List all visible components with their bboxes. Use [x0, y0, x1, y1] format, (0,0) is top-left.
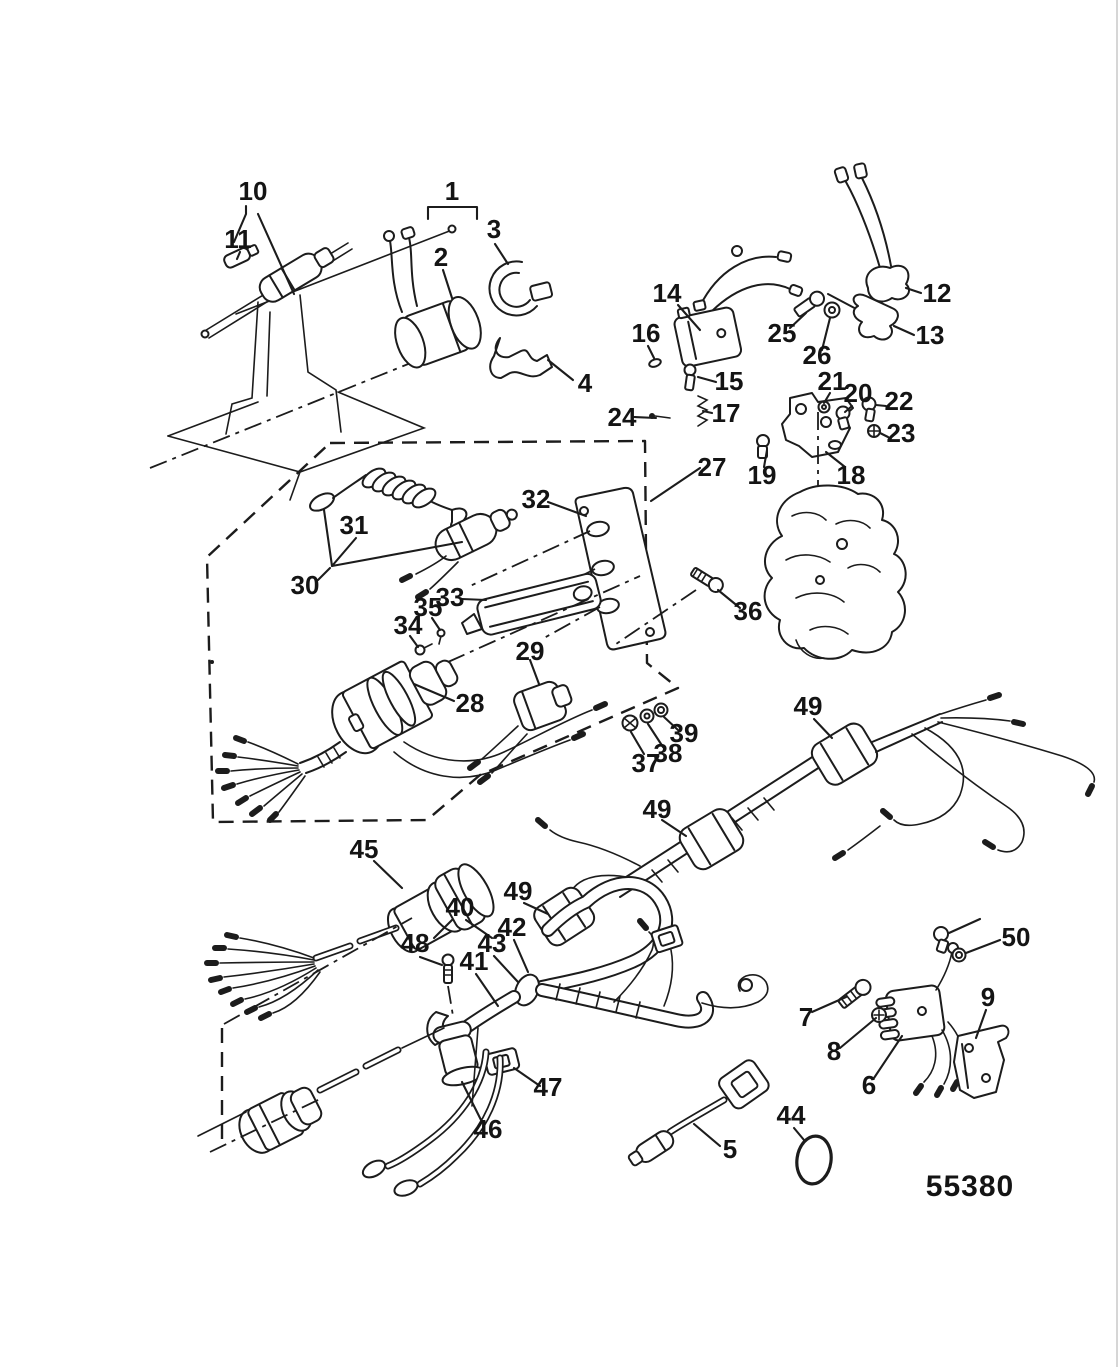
- callout-38: 38: [654, 738, 683, 768]
- callout-13: 13: [916, 320, 945, 350]
- bracket-9-drawing: [953, 1024, 1010, 1099]
- callout-49c: 49: [504, 876, 533, 906]
- callout-46: 46: [474, 1114, 503, 1144]
- callout-10: 10: [239, 176, 268, 206]
- nut-50-drawing: [951, 947, 967, 963]
- callout-11: 11: [224, 224, 252, 254]
- callout-21a: 21: [818, 366, 847, 396]
- callout-25: 25: [768, 318, 797, 348]
- key-switch-drawing: [215, 659, 608, 823]
- callout-40: 40: [446, 892, 475, 922]
- callout-24: 24: [608, 402, 637, 432]
- link-lead-drawing: [627, 1059, 770, 1167]
- washer-26-drawing: [823, 301, 841, 319]
- callout-16: 16: [632, 318, 661, 348]
- callout-18: 18: [837, 460, 866, 490]
- engine-harness-drawing: [535, 692, 1096, 913]
- callout-1: 1: [445, 176, 459, 206]
- callout-3: 3: [487, 214, 501, 244]
- screw-21b-drawing: [933, 926, 950, 954]
- screw-48-drawing: [441, 953, 455, 984]
- switch-bracket-drawing: [827, 293, 899, 341]
- screw-19-drawing: [756, 434, 770, 459]
- callout-5: 5: [723, 1134, 737, 1164]
- screw-22-drawing: [861, 396, 877, 423]
- rectifier-drawing: [875, 942, 965, 1098]
- callout-27: 27: [698, 452, 727, 482]
- lower-harness-plug-drawing: [197, 917, 479, 1154]
- callout-15: 15: [715, 366, 744, 396]
- callout-leader-lines: [232, 204, 1002, 1148]
- callout-34: 34: [394, 610, 423, 640]
- drawing-number: 55380: [926, 1170, 1014, 1203]
- washer-38-drawing: [639, 708, 655, 724]
- callout-33: 33: [436, 582, 465, 612]
- screw-35-drawing: [436, 628, 446, 645]
- callout-2: 2: [434, 242, 448, 272]
- callout-44: 44: [777, 1100, 806, 1130]
- nut-39-drawing: [653, 702, 669, 718]
- callout-30: 30: [291, 570, 320, 600]
- callout-6: 6: [862, 1070, 876, 1100]
- solenoid-assembly-drawing: [383, 226, 482, 369]
- callout-32: 32: [522, 484, 551, 514]
- callout-8: 8: [827, 1036, 841, 1066]
- spring-17-drawing: [696, 395, 709, 427]
- clamp-ring-drawing: [488, 260, 554, 317]
- callout-19: 19: [748, 460, 777, 490]
- callout-20: 20: [844, 378, 873, 408]
- screw-15-drawing: [683, 363, 697, 392]
- o-ring-drawing: [795, 1134, 833, 1186]
- callout-47: 47: [534, 1072, 563, 1102]
- lanyard-cord-drawing: [309, 467, 473, 536]
- carburetor-silhouette: [763, 412, 907, 660]
- callout-9: 9: [981, 982, 995, 1012]
- switch-with-leads-drawing: [833, 162, 910, 303]
- channel-bracket-drawing: [447, 572, 641, 663]
- callout-26: 26: [803, 340, 832, 370]
- callout-45: 45: [350, 834, 379, 864]
- callout-17: 17: [712, 398, 741, 428]
- screw-23-drawing: [867, 424, 881, 438]
- callout-29: 29: [516, 636, 545, 666]
- callout-41: 41: [460, 946, 489, 976]
- callout-50: 50: [1002, 922, 1031, 952]
- retainer-bracket-drawing: [489, 337, 553, 379]
- callout-36: 36: [734, 596, 763, 626]
- callout-23: 23: [887, 418, 916, 448]
- callout-42: 42: [498, 912, 527, 942]
- callout-48: 48: [401, 928, 430, 958]
- callout-49a: 49: [643, 794, 672, 824]
- battery-cables-drawing: [361, 1048, 504, 1197]
- cable-assembly-drawing: [200, 224, 457, 339]
- callout-43: 43: [478, 928, 507, 958]
- callout-7: 7: [799, 1002, 813, 1032]
- stop-switch-drawing: [399, 508, 518, 600]
- mount-bracket-outline: [149, 294, 439, 501]
- callout-39: 39: [670, 718, 699, 748]
- callout-35: 35: [414, 592, 443, 622]
- stray-dot: [210, 660, 214, 664]
- main-harness-drawing: [204, 863, 769, 1033]
- callout-numbers: 1 2 3 4 5 6 7 8 9 10 11 12 13 14 15 16 1…: [224, 176, 1030, 1164]
- push-button-switch-drawing: [467, 680, 573, 785]
- callout-31: 31: [340, 510, 369, 540]
- ignition-coil-drawing: [673, 245, 804, 368]
- callout-14: 14: [653, 278, 682, 308]
- callout-37: 37: [632, 748, 661, 778]
- screw-7-drawing: [837, 978, 872, 1009]
- washer-21-drawing: [817, 400, 831, 414]
- callout-12: 12: [923, 278, 952, 308]
- callout-4: 4: [578, 368, 593, 398]
- callout-22: 22: [885, 386, 914, 416]
- callout-28: 28: [456, 688, 485, 718]
- seal-16-drawing: [648, 358, 662, 368]
- screw-36-drawing: [615, 567, 724, 645]
- harness-clamp-drawing: [426, 985, 485, 1087]
- lockwasher-37-drawing: [621, 714, 639, 732]
- screw-25-drawing: [793, 290, 826, 318]
- callout-49b: 49: [794, 691, 823, 721]
